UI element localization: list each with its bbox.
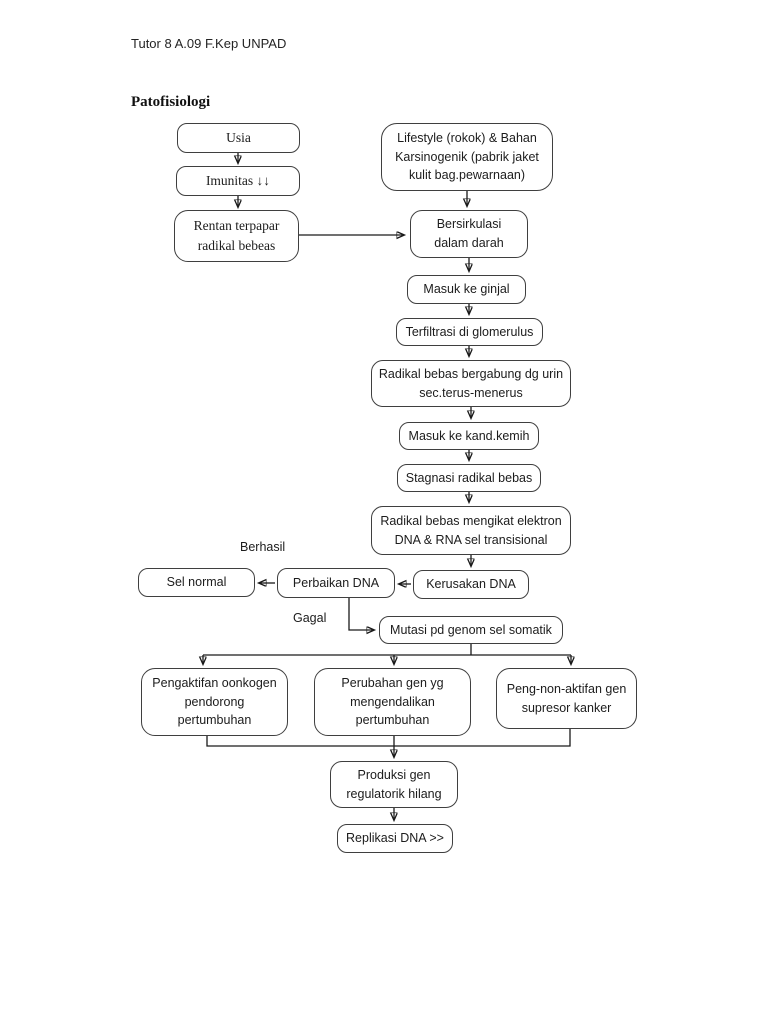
node-bersirkulasi: Bersirkulasi dalam darah (410, 210, 528, 258)
page-title: Patofisiologi (131, 94, 211, 110)
node-kerusakan-dna: Kerusakan DNA (413, 570, 529, 599)
node-mengikat-elektron: Radikal bebas mengikat elektron DNA & RN… (371, 506, 571, 555)
node-mutasi-genom: Mutasi pd genom sel somatik (379, 616, 563, 644)
node-perubahan-gen: Perubahan gen yg mengendalikan pertumbuh… (314, 668, 471, 736)
node-replikasi-dna: Replikasi DNA >> (337, 824, 453, 853)
node-masuk-kandkemih: Masuk ke kand.kemih (399, 422, 539, 450)
node-pengaktifan-onkogen: Pengaktifan oonkogen pendorong pertumbuh… (141, 668, 288, 736)
page-header: Tutor 8 A.09 F.Kep UNPAD (131, 36, 287, 51)
node-masuk-ginjal: Masuk ke ginjal (407, 275, 526, 304)
node-terfiltrasi: Terfiltrasi di glomerulus (396, 318, 543, 346)
node-bergabung-urin: Radikal bebas bergabung dg urin sec.teru… (371, 360, 571, 407)
node-produksi-gen: Produksi gen regulatorik hilang (330, 761, 458, 808)
node-rentan: Rentan terpapar radikal bebeas (174, 210, 299, 262)
node-imunitas: Imunitas ↓↓ (176, 166, 300, 196)
node-stagnasi: Stagnasi radikal bebas (397, 464, 541, 492)
node-perbaikan-dna: Perbaikan DNA (277, 568, 395, 598)
edge-label-gagal: Gagal (293, 611, 327, 625)
edge-mutasi-fanout-trunk (203, 644, 571, 656)
node-usia: Usia (177, 123, 300, 153)
edge-label-berhasil: Berhasil (240, 540, 286, 554)
node-pengnonaktifan-gen: Peng-non-aktifan gen supresor kanker (496, 668, 637, 729)
node-lifestyle: Lifestyle (rokok) & Bahan Karsinogenik (… (381, 123, 553, 191)
edge-perbaikan-mutasi (348, 598, 374, 630)
node-sel-normal: Sel normal (138, 568, 255, 597)
